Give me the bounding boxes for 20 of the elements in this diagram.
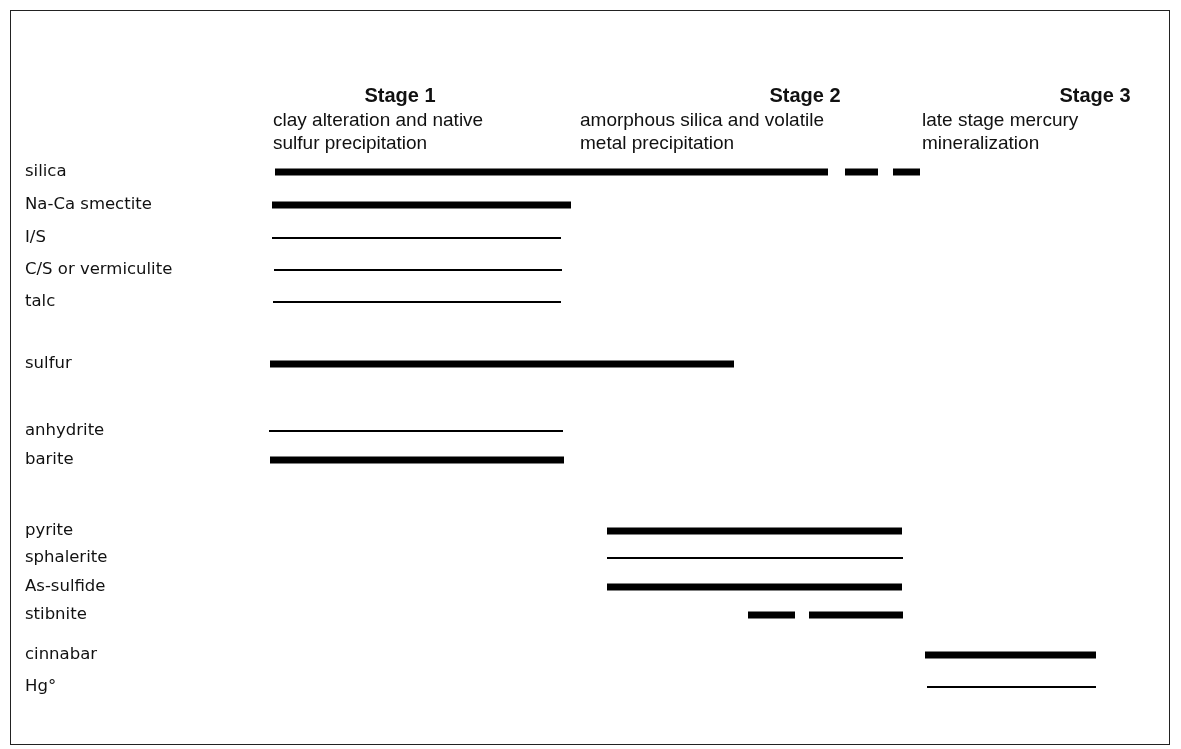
mineral-name: anhydrite [25, 420, 105, 440]
stage-description: amorphous silica and volatile metal precipitation [580, 108, 825, 154]
mineral-name: stibnite [25, 604, 87, 624]
mineral-name: As-sulfide [25, 576, 106, 596]
mineral-name: Na-Ca smectite [25, 194, 152, 214]
mineral-name: sphalerite [25, 547, 108, 567]
stage-description: clay alteration and native sulfur precipitation [273, 108, 485, 154]
stage-heading: Stage 1 [363, 84, 437, 107]
stage-heading: Stage 2 [768, 84, 842, 107]
mineral-name: Hg° [25, 676, 57, 696]
mineral-name: barite [25, 449, 74, 469]
mineral-name: I/S [25, 227, 46, 247]
stage-description: late stage mercury mineralization [922, 108, 1080, 154]
stage-heading: Stage 3 [1058, 84, 1132, 107]
mineral-name: cinnabar [25, 644, 98, 664]
mineral-name: silica [25, 161, 67, 181]
mineral-name: pyrite [25, 520, 74, 540]
mineral-name: talc [25, 291, 56, 311]
mineral-name: C/S or vermiculite [25, 259, 173, 279]
mineral-name: sulfur [25, 353, 72, 373]
